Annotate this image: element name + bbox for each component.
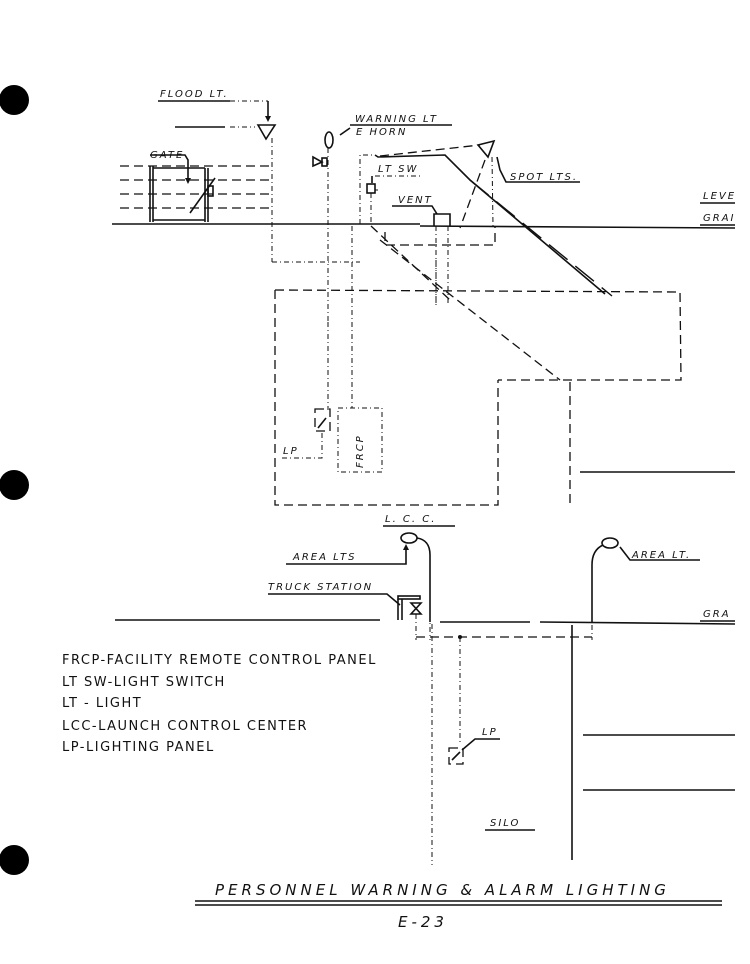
silo-label: SILO <box>490 818 520 829</box>
truck-station-label: TRUCK STATION <box>268 582 373 593</box>
legend-item: FRCP-FACILITY REMOTE CONTROL PANEL <box>62 653 377 668</box>
grade-label-top: GRAI <box>703 213 736 224</box>
horn-label: E HORN <box>356 127 407 138</box>
area-light-icon <box>400 532 418 544</box>
frcp-label: FRCP <box>355 434 366 468</box>
flood-light-icon <box>256 124 277 141</box>
flood-lt-label: FLOOD LT. <box>160 89 229 100</box>
area-light-icon <box>601 537 619 549</box>
light-switch-icon <box>366 183 376 194</box>
frcp-box <box>337 407 383 473</box>
underground-structure <box>274 226 735 506</box>
lp-label-upper: LP <box>283 446 299 457</box>
legend-item: LP-LIGHTING PANEL <box>62 740 215 755</box>
diagram-title: PERSONNEL WARNING & ALARM LIGHTING <box>215 881 670 899</box>
spot-light-icon <box>476 139 496 159</box>
lcc-label: L. C. C. <box>385 514 436 525</box>
truck-station-icon <box>397 595 421 600</box>
silo <box>416 624 735 865</box>
level-label: LEVE <box>703 191 736 202</box>
area-lts-label: AREA LTS <box>292 552 356 563</box>
gate-label: GATE <box>150 150 184 161</box>
vent-icon <box>433 213 451 226</box>
grade-label-bottom: GRA <box>703 609 731 620</box>
page-number: E-23 <box>398 913 448 931</box>
horn-icon <box>312 155 324 168</box>
spot-lts-label: SPOT LTS. <box>510 172 578 183</box>
area-lt-label: AREA LT. <box>631 550 691 561</box>
punch-hole <box>0 845 29 875</box>
legend-item: LT SW-LIGHT SWITCH <box>62 675 226 690</box>
punch-hole <box>0 85 29 115</box>
warning-lt-label: WARNING LT <box>355 114 438 125</box>
legend-item: LT - LIGHT <box>62 696 142 711</box>
lighting-panel-icon <box>314 408 331 432</box>
lp-label-lower: LP <box>482 727 498 738</box>
top-grade-line <box>112 223 736 229</box>
warning-light-icon <box>324 131 334 149</box>
vent-label: VENT <box>398 195 433 206</box>
legend: FRCP-FACILITY REMOTE CONTROL PANEL LT SW… <box>62 653 377 755</box>
lighting-panel-icon <box>448 747 464 765</box>
lt-sw-label: LT SW <box>378 164 418 175</box>
fence-gate <box>120 154 270 222</box>
punch-hole <box>0 470 29 500</box>
legend-item: LCC-LAUNCH CONTROL CENTER <box>62 719 308 734</box>
bottom-grade-line <box>115 619 736 625</box>
